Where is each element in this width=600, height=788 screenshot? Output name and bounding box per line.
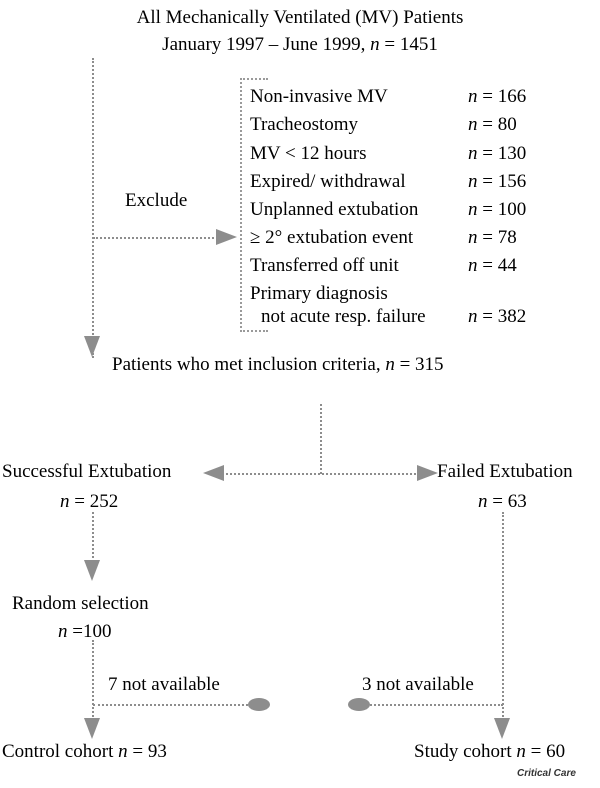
attrition-left-label: 7 not available [108,674,220,695]
exclude-arrowhead-icon [216,229,237,245]
exclusion-item-count: n = 44 [468,255,517,277]
exclusion-item-label: Primary diagnosis [250,283,388,304]
exclusion-item-count: n = 382 [468,306,526,328]
diagram-title-line2: January 1997 – June 1999, n = 1451 [162,35,438,54]
n-symbol: n [468,227,478,248]
n-symbol: n [58,621,68,642]
failed-to-study-arrowhead-icon [494,718,510,739]
exclusion-item-count: n = 78 [468,227,517,249]
title-n-symbol: n [370,34,380,55]
n-symbol: n [468,255,478,276]
exclude-label: Exclude [125,190,188,211]
exclusion-item-label: not acute resp. failure [261,306,426,327]
n-value: = 156 [482,171,527,192]
branch-split-stem [320,404,322,474]
n-value: = 252 [69,491,119,512]
successful-to-random-connector [92,512,94,574]
exclusion-item-label: MV < 12 hours [250,143,367,164]
attrition-left-connector [93,704,248,706]
control-cohort-result: Control cohort n = 93 [2,742,167,761]
n-symbol: n [468,306,478,327]
n-value: = 166 [482,86,527,107]
failed-to-study-connector [502,512,504,732]
diagram-title-line1: All Mechanically Ventilated (MV) Patient… [136,7,464,28]
successful-extubation-title: Successful Extubation [2,461,172,482]
exclusion-item-count: n = 100 [468,199,526,221]
title-n-value: = 1451 [379,34,438,55]
random-to-control-connector [92,640,94,732]
attrition-right-label: 3 not available [362,674,474,695]
n-value: = 130 [482,143,527,164]
random-to-control-arrowhead-icon [84,718,100,739]
exclusion-item-label: Non-invasive MV [250,86,388,107]
study-cohort-label: Study cohort [414,741,517,762]
title-date-range: January 1997 – June 1999, [162,34,371,55]
exclusion-item-label: Transferred off unit [250,255,399,276]
n-symbol: n [478,491,488,512]
branch-right-arrowhead-icon [417,465,438,481]
n-symbol: n [468,143,478,164]
n-value: = 44 [482,255,517,276]
n-symbol: n [468,171,478,192]
n-value: = 60 [525,741,566,762]
n-value: =100 [67,621,112,642]
attrition-right-endpoint-icon [348,698,370,711]
n-symbol: n [468,86,478,107]
exclude-connector [93,237,218,239]
attrition-right-connector [355,704,503,706]
exclusion-item-count: n = 156 [468,171,526,193]
exclusion-item-count: n = 166 [468,86,526,108]
journal-credit: Critical Care [517,768,576,779]
exclusion-bracket-bottom-stub [240,330,268,332]
n-value: = 80 [482,114,517,135]
successful-extubation-count: n = 252 [60,492,118,511]
random-selection-count: n =100 [58,622,111,641]
branch-split-connector [222,473,420,475]
n-value: = 315 [394,354,444,375]
n-symbol: n [60,491,70,512]
n-symbol: n [118,741,128,762]
attrition-left-endpoint-icon [248,698,270,711]
control-cohort-label: Control cohort [2,741,119,762]
study-cohort-result: Study cohort n = 60 [414,742,565,761]
n-symbol: n [468,199,478,220]
n-symbol: n [516,741,526,762]
n-value: = 63 [487,491,527,512]
failed-extubation-count: n = 63 [478,492,527,511]
failed-extubation-title: Failed Extubation [437,461,573,482]
exclusion-item-label: Unplanned extubation [250,199,419,220]
random-selection-title: Random selection [12,593,149,614]
main-spine-connector [92,58,94,358]
exclusion-item-label: ≥ 2° extubation event [250,227,414,248]
successful-to-random-arrowhead-icon [84,560,100,581]
main-spine-arrowhead-icon [84,336,100,357]
exclusion-item-count: n = 80 [468,114,517,136]
n-value: = 382 [482,306,527,327]
exclusion-bracket-top-stub [240,78,268,80]
inclusion-criteria-text: Patients who met inclusion criteria, n =… [112,355,444,374]
n-symbol: n [468,114,478,135]
n-value: = 100 [482,199,527,220]
branch-left-arrowhead-icon [203,465,224,481]
inclusion-label: Patients who met inclusion criteria, [112,354,386,375]
n-value: = 78 [482,227,517,248]
n-value: = 93 [127,741,167,762]
exclusion-item-label: Expired/ withdrawal [250,171,406,192]
n-symbol: n [385,354,395,375]
exclusion-item-label: Tracheostomy [250,114,359,135]
exclusion-item-count: n = 130 [468,143,526,165]
exclusion-bracket-left [240,78,242,332]
